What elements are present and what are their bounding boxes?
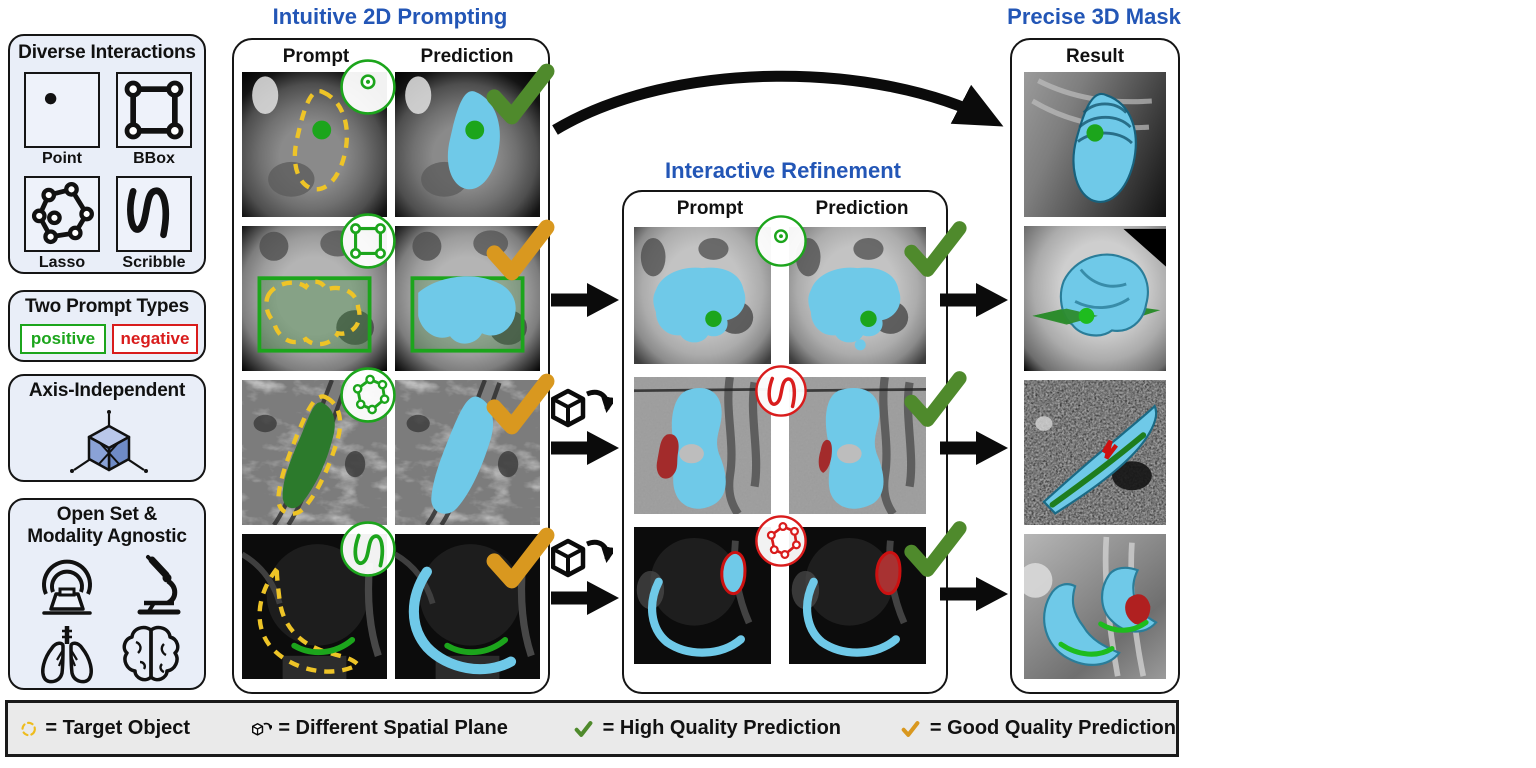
axis-cube-icon: [70, 410, 148, 473]
result-panel: Result: [1010, 38, 1180, 694]
refinement-title: Interactive Refinement: [665, 158, 901, 183]
refine-prediction-image-brain-point: [789, 227, 926, 364]
legend-target-label: = Target Object: [45, 717, 191, 739]
scribble-positive-badge: [340, 521, 396, 577]
bbox-icon: [124, 80, 184, 140]
result-image-3d-mito: [1024, 380, 1166, 525]
card-two-prompt-types: Two Prompt Types positive negative: [8, 290, 206, 362]
prompting-col-prediction: Prediction: [420, 46, 514, 67]
legend-bar: = Target Object = Different Spatial Plan…: [5, 700, 1179, 757]
good-quality-check-icon: [901, 720, 920, 737]
legend-high-label: = High Quality Prediction: [602, 717, 842, 739]
scribble-negative-badge: [755, 365, 807, 417]
high-quality-check-icon: [904, 371, 967, 427]
card-title-line1: Open Set &: [56, 504, 158, 525]
lungs-icon: [41, 626, 93, 684]
prediction-image-em-lasso: [395, 380, 540, 525]
result-col-header: Result: [1065, 46, 1125, 67]
result-image-3d-brain-tumor: [1024, 226, 1166, 371]
good-quality-check-icon: [486, 373, 555, 435]
high-quality-check-icon: [904, 221, 967, 277]
bbox-label: BBox: [133, 150, 175, 167]
positive-prompt-tag: positive: [20, 324, 106, 354]
arrow-refinement-to-result-2: [940, 431, 1008, 465]
result-image-3d-cartilage: [1024, 534, 1166, 679]
card-title: Diverse Interactions: [18, 42, 196, 63]
lasso-positive-badge: [340, 367, 396, 423]
prompting-panel: Prompt Prediction: [232, 38, 555, 694]
prediction-image-brain-bbox: [395, 226, 540, 371]
bbox-icon-box: [116, 72, 192, 148]
result-image-3d-kidney: [1024, 72, 1166, 217]
high-quality-check-icon: [904, 521, 967, 577]
negative-prompt-tag: negative: [112, 324, 198, 354]
arrow-refinement-to-result-1: [940, 283, 1008, 317]
high-quality-check-icon: [486, 63, 555, 125]
arrow-row2-to-refinement: [551, 283, 619, 317]
different-spatial-plane-icon: [252, 722, 273, 736]
scribble-icon: [127, 187, 170, 239]
refinement-col-prompt: Prompt: [676, 198, 744, 219]
card-title-line2: Modality Agnostic: [27, 526, 187, 547]
different-spatial-plane-icon: [551, 538, 613, 578]
good-quality-check-icon: [486, 219, 555, 281]
point-positive-badge: [340, 59, 396, 115]
point-icon-box: [24, 72, 100, 148]
point-positive-badge: [755, 215, 807, 267]
refine-prediction-image-negative-lasso: [789, 527, 926, 664]
arrow-refinement-to-result-3: [940, 577, 1008, 611]
prompting-col-prompt: Prompt: [282, 46, 350, 67]
different-spatial-plane-icon: [551, 388, 613, 428]
good-quality-check-icon: [486, 527, 555, 589]
prediction-image-knee-scribble: [395, 534, 540, 679]
lasso-negative-badge: [755, 515, 807, 567]
refinement-col-prediction: Prediction: [815, 198, 909, 219]
microscope-icon: [137, 555, 181, 615]
legend-plane-label: = Different Spatial Plane: [278, 717, 508, 739]
lasso-label: Lasso: [38, 254, 86, 271]
prompt-image-knee-scribble: [242, 534, 387, 679]
bbox-positive-badge: [340, 213, 396, 269]
arrow-row4-to-refinement: [551, 581, 619, 615]
target-object-icon: [21, 721, 36, 736]
mri-scanner-icon: [42, 559, 92, 615]
card-title: Axis-Independent: [28, 380, 186, 401]
prediction-image-ct-point: [395, 72, 540, 217]
refine-prompt-image-brain-point: [634, 227, 771, 364]
point-icon: [44, 92, 57, 105]
card-axis-independent: Axis-Independent: [8, 374, 206, 482]
refinement-panel: Prompt Prediction: [622, 190, 967, 694]
brain-icon: [122, 625, 180, 682]
refine-prompt-image-negative-scribble: [634, 377, 771, 514]
card-title: Two Prompt Types: [25, 296, 189, 317]
result-title: Precise 3D Mask: [1007, 4, 1181, 29]
scribble-label: Scribble: [122, 254, 186, 271]
arrow-row3-to-refinement: [551, 431, 619, 465]
legend-good-label: = Good Quality Prediction: [929, 717, 1176, 739]
card-diverse-interactions: Diverse Interactions Point BBox Lasso Sc…: [8, 34, 206, 274]
prompting-title: Intuitive 2D Prompting: [272, 4, 508, 29]
arc-arrow-2d-to-3d: [552, 70, 1004, 135]
scribble-icon-box: [116, 176, 192, 252]
card-open-set: Open Set & Modality Agnostic: [8, 498, 206, 690]
lasso-icon: [31, 182, 94, 245]
refine-prediction-image-negative-scribble: [789, 377, 926, 514]
high-quality-check-icon: [574, 720, 593, 737]
lasso-icon-box: [24, 176, 100, 252]
refine-prompt-image-negative-lasso: [634, 527, 771, 664]
point-label: Point: [42, 150, 82, 167]
